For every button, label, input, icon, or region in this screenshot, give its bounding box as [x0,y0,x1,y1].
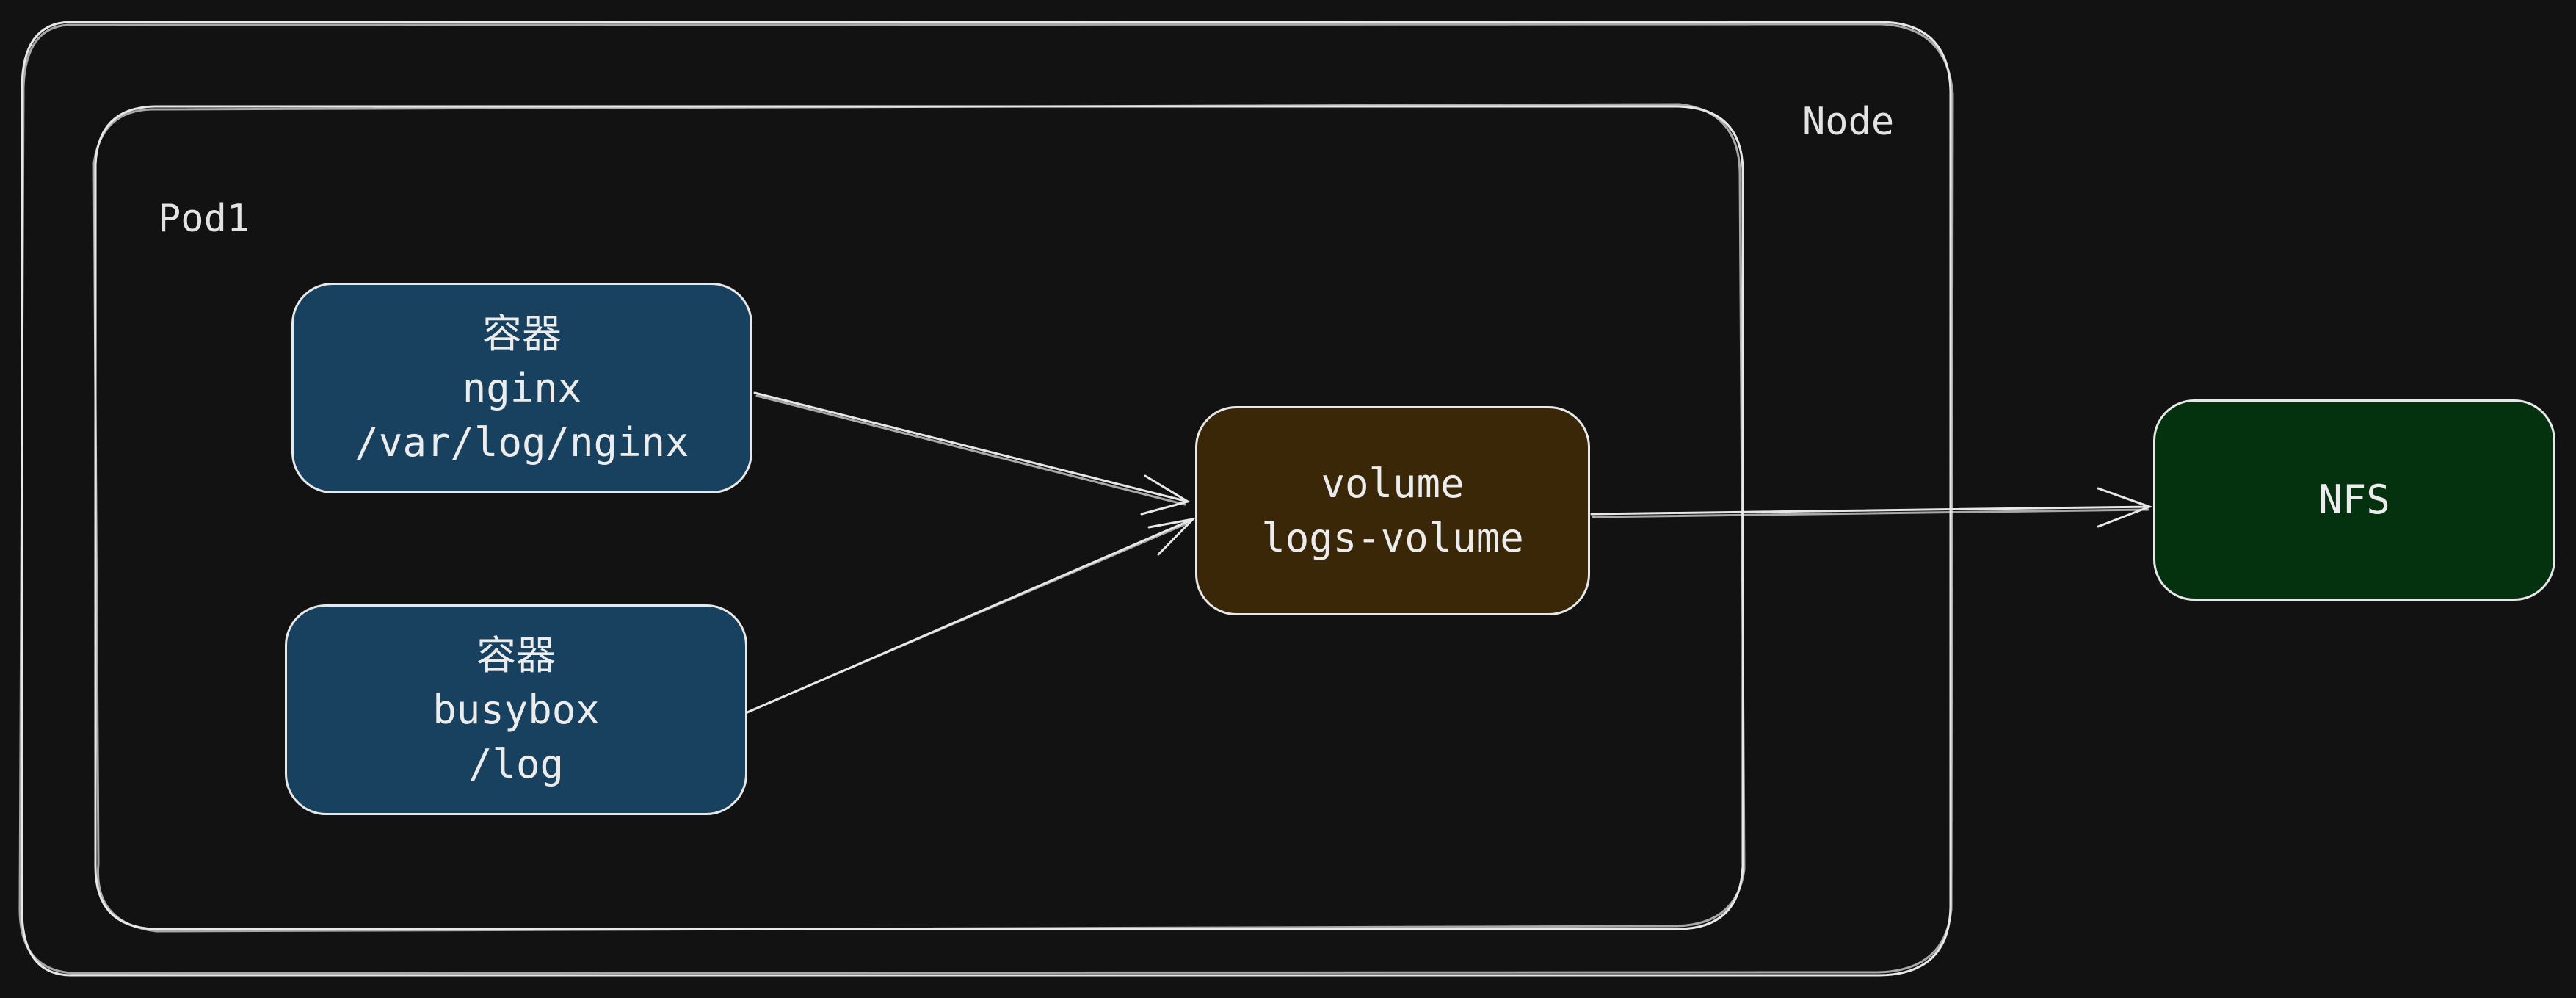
volume-box: volume logs-volume [1195,406,1590,615]
node-boundary [18,21,1954,977]
container-busybox-title: 容器 [476,632,556,679]
container-busybox: 容器 busybox /log [285,604,747,815]
volume-name: logs-volume [1261,514,1524,561]
container-nginx-title: 容器 [482,310,562,357]
container-busybox-name: busybox [432,686,600,733]
pod-boundary [92,103,1746,933]
container-busybox-path: /log [468,740,565,787]
arrow-nginx-to-volume [753,391,1191,516]
container-nginx: 容器 nginx /var/log/nginx [291,283,752,493]
arrow-busybox-to-volume [746,517,1197,714]
nfs-box: NFS [2153,399,2555,601]
pod-label: Pod1 [158,197,250,241]
container-nginx-name: nginx [462,364,582,411]
volume-title: volume [1321,460,1465,507]
node-label: Node [1802,100,1895,144]
arrow-volume-to-nfs [1590,487,2153,528]
nfs-label: NFS [2318,477,2390,523]
container-nginx-path: /var/log/nginx [355,419,689,466]
